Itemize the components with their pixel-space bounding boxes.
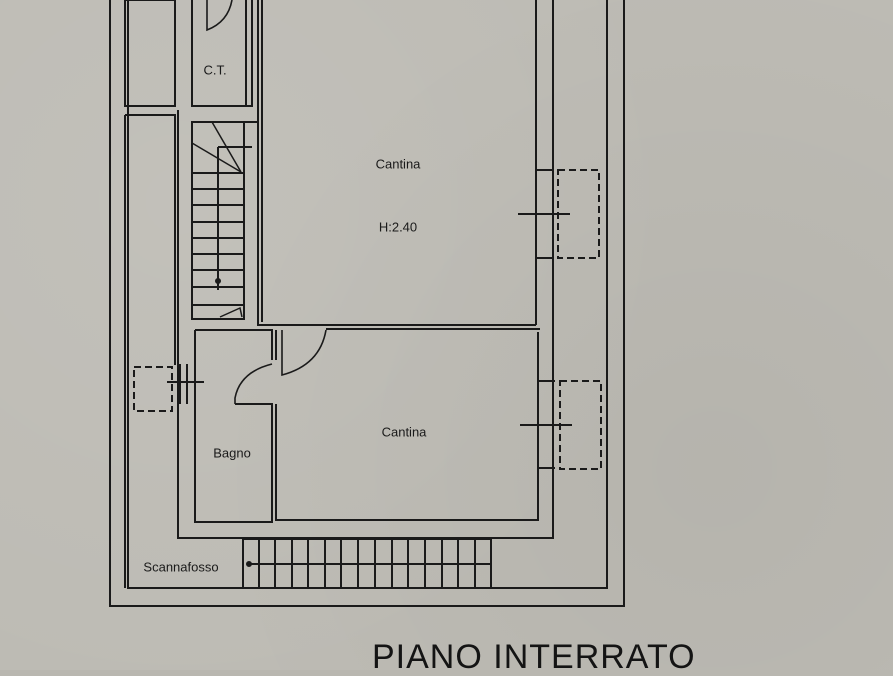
light-well-upper-right [557, 169, 600, 259]
door-ct [206, 0, 247, 106]
light-well-left [133, 366, 173, 412]
window-lower-right [520, 380, 572, 469]
door-cantina [281, 329, 327, 377]
left-corridor [124, 114, 176, 588]
exterior-stairs [242, 538, 492, 589]
room-height-label: H:2.40 [378, 219, 418, 235]
bagno-walls [194, 329, 277, 523]
drawing-title: PIANO INTERRATO [372, 638, 696, 676]
staircase [191, 121, 258, 320]
ct-room [191, 0, 253, 107]
room-label-scannafosso: Scannafosso [143, 559, 219, 575]
window-upper-right [518, 169, 570, 259]
room-label-cantina-lower: Cantina [381, 424, 427, 440]
room-label-bagno: Bagno [213, 445, 251, 461]
window-bagno [167, 364, 204, 404]
room-label-cantina-upper: Cantina [375, 156, 421, 172]
outer-wall [109, 0, 625, 607]
room-label-ct: C.T. [203, 62, 227, 78]
light-well-lower-right [559, 380, 602, 470]
storage-cell [124, 0, 176, 107]
cantina-upper-walls [257, 0, 540, 330]
